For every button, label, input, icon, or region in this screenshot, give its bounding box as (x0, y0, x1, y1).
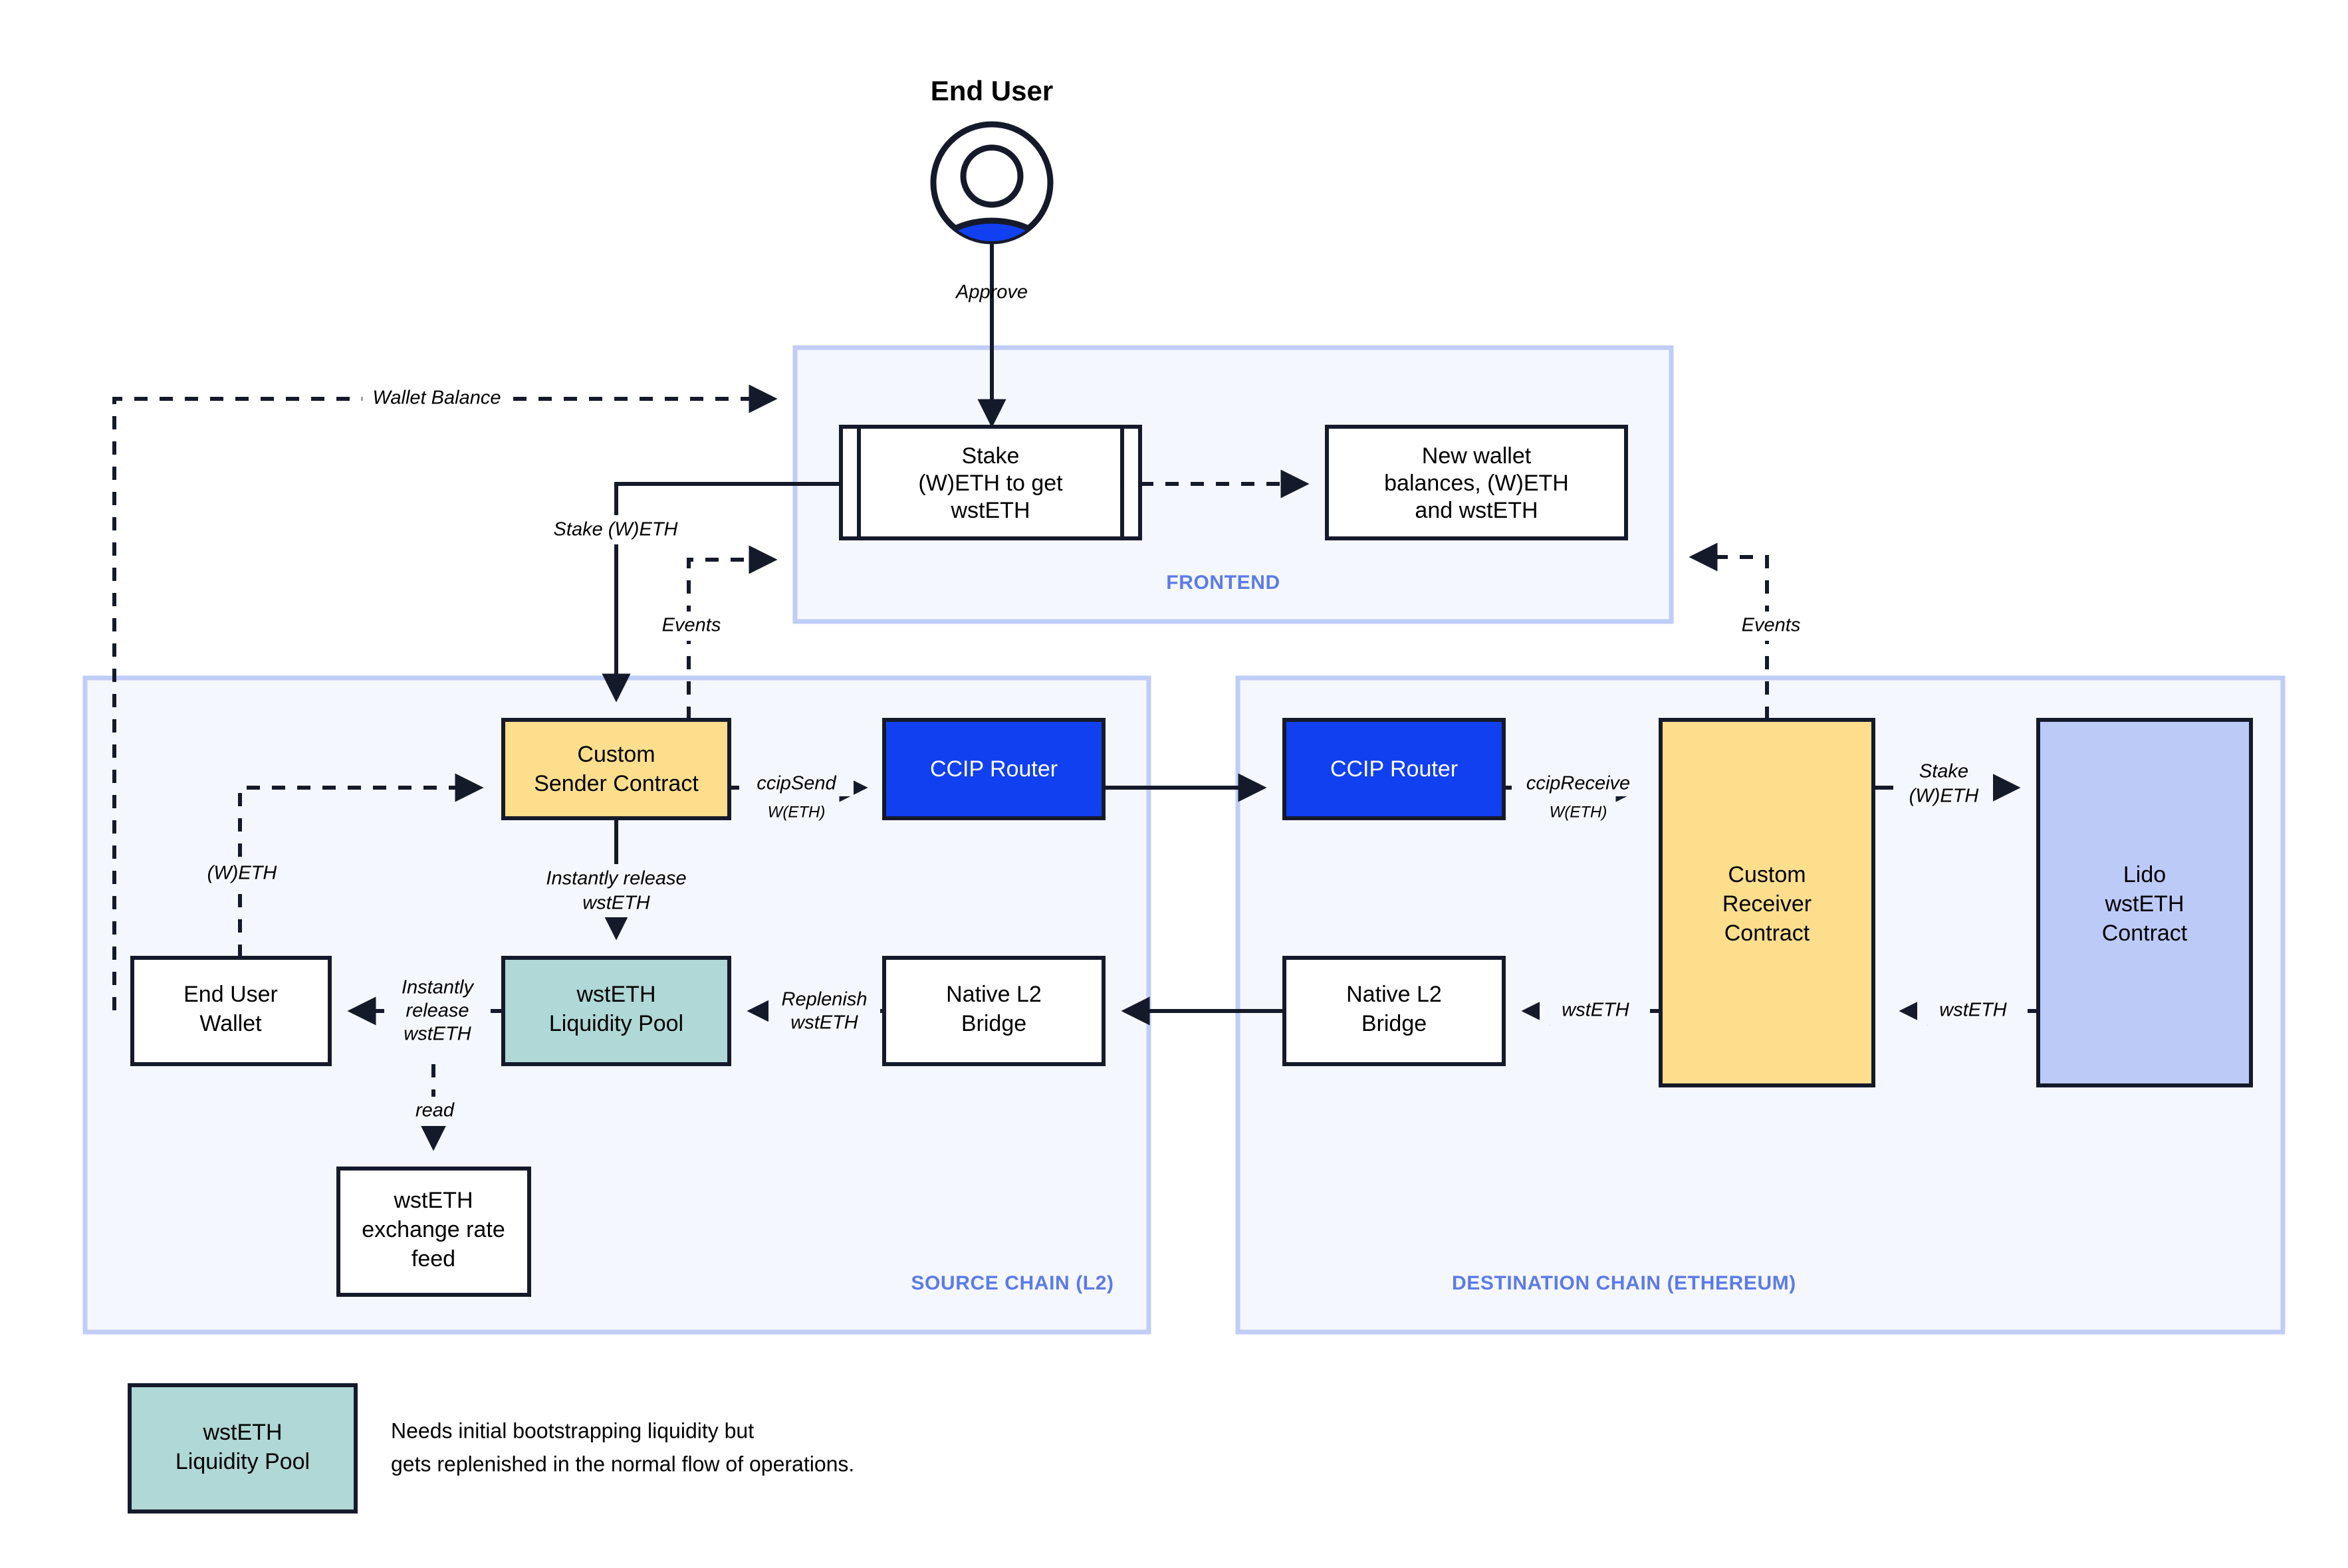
node-new-balances[interactable]: New wallet balances, (W)ETH and wstETH (1325, 425, 1628, 540)
node-stake-form[interactable]: Stake (W)ETH to get wstETH (839, 425, 1142, 540)
node-custom-sender-line1: Custom (577, 742, 655, 767)
edge-stake-weth-label: Stake (W)ETH (554, 519, 678, 540)
edge-weth-in-label: (W)ETH (207, 863, 277, 884)
edge-weth-in (238, 773, 484, 958)
edge-instantly-release-pool-line2: wstETH (582, 893, 650, 914)
node-wsteth-liquidity-pool[interactable]: wstETH Liquidity Pool (501, 956, 731, 1066)
edge-events-source (687, 545, 778, 720)
edge-events-destination (1689, 542, 1769, 720)
node-ccip-router-source[interactable]: CCIP Router (882, 718, 1106, 820)
node-lido-line3: Contract (2102, 921, 2188, 946)
node-custom-receiver-line3: Contract (1724, 921, 1810, 946)
node-custom-sender-contract[interactable]: Custom Sender Contract (501, 718, 731, 820)
edge-instantly-release-wallet-line2: release (406, 1000, 469, 1022)
node-native-bridge-dst-line1: Native L2 (1346, 982, 1442, 1007)
panel-frontend-label: FRONTEND (1166, 572, 1280, 594)
legend-swatch-line2: Liquidity Pool (176, 1449, 310, 1474)
node-new-balances-line2: balances, (W)ETH (1384, 471, 1569, 496)
node-rate-feed-line2: exchange rate (362, 1217, 505, 1242)
edge-ccip-receive-label: ccipReceive (1526, 773, 1630, 794)
node-custom-receiver-contract[interactable]: Custom Receiver Contract (1659, 718, 1875, 1087)
node-rate-feed-line1: wstETH (394, 1188, 473, 1213)
edge-wsteth-from-lido-label: wstETH (1939, 1000, 2007, 1021)
edge-instantly-release-wallet-line1: Instantly (402, 977, 474, 998)
panel-source-chain-label: SOURCE CHAIN (L2) (911, 1272, 1114, 1294)
edge-events-source-label: Events (662, 615, 721, 636)
legend-swatch-line1: wstETH (203, 1420, 283, 1445)
node-lido-wsteth-contract[interactable]: Lido wstETH Contract (2036, 718, 2253, 1087)
node-stake-form-line3: wstETH (951, 498, 1030, 523)
edge-wsteth-to-bridge-label: wstETH (1562, 1000, 1629, 1021)
edge-read-label: read (415, 1100, 455, 1121)
node-native-l2-bridge-destination[interactable]: Native L2 Bridge (1282, 956, 1506, 1066)
node-ccip-router-source-label: CCIP Router (930, 756, 1058, 782)
node-wsteth-exchange-rate-feed[interactable]: wstETH exchange rate feed (336, 1167, 531, 1297)
node-end-user-wallet-line1: End User (183, 982, 278, 1007)
node-end-user-wallet[interactable]: End User Wallet (130, 956, 332, 1066)
node-custom-receiver-line2: Receiver (1722, 891, 1812, 917)
node-liquidity-pool-line1: wstETH (576, 982, 656, 1007)
node-native-l2-bridge-source[interactable]: Native L2 Bridge (882, 956, 1106, 1066)
edge-replenish-line1: Replenish (782, 989, 868, 1010)
node-ccip-router-destination[interactable]: CCIP Router (1282, 718, 1506, 820)
edge-replenish-line2: wstETH (790, 1012, 858, 1034)
node-end-user-wallet-line2: Wallet (199, 1011, 262, 1036)
legend-swatch: wstETH Liquidity Pool (128, 1383, 358, 1513)
node-lido-line2: wstETH (2105, 891, 2184, 917)
edge-wallet-balance-label-text: Wallet Balance (373, 388, 501, 409)
node-liquidity-pool-line2: Liquidity Pool (549, 1011, 683, 1036)
node-native-bridge-src-line2: Bridge (961, 1011, 1026, 1036)
node-custom-receiver-line1: Custom (1728, 862, 1806, 887)
node-rate-feed-line3: feed (411, 1246, 455, 1272)
panel-destination-chain-label: DESTINATION CHAIN (ETHEREUM) (1452, 1272, 1796, 1294)
node-native-bridge-src-line1: Native L2 (946, 982, 1042, 1007)
node-native-bridge-dst-line2: Bridge (1361, 1011, 1427, 1036)
edge-stake-weth (602, 482, 841, 703)
node-new-balances-line3: and wstETH (1415, 498, 1538, 523)
edge-approve-label: Approve (955, 282, 1028, 303)
node-new-balances-line1: New wallet (1422, 443, 1532, 469)
edge-wallet-balance (112, 384, 778, 1010)
user-avatar-icon (930, 121, 1054, 245)
edge-ccip-send-sublabel: W(ETH) (768, 803, 826, 821)
end-user-title: End User (931, 75, 1053, 106)
edge-ccip-receive-sublabel: W(ETH) (1550, 803, 1607, 821)
node-custom-sender-line2: Sender Contract (534, 771, 699, 796)
node-stake-form-line2: (W)ETH to get (918, 471, 1063, 496)
edge-stake-weth-lido-line1: Stake (1919, 761, 1968, 782)
legend-note-line1: Needs initial bootstrapping liquidity bu… (391, 1418, 754, 1442)
edge-ccip-send-label: ccipSend (757, 773, 836, 794)
edge-events-destination-label: Events (1742, 615, 1801, 636)
node-stake-form-line1: Stake (962, 443, 1020, 469)
legend-note-line2: gets replenished in the normal flow of o… (391, 1452, 854, 1476)
edge-stake-weth-lido-line2: (W)ETH (1909, 786, 1979, 807)
edge-instantly-release-wallet-line3: wstETH (404, 1024, 471, 1045)
node-ccip-router-destination-label: CCIP Router (1330, 756, 1458, 782)
node-lido-line1: Lido (2123, 862, 2166, 887)
edge-instantly-release-pool-line1: Instantly release (546, 868, 686, 889)
